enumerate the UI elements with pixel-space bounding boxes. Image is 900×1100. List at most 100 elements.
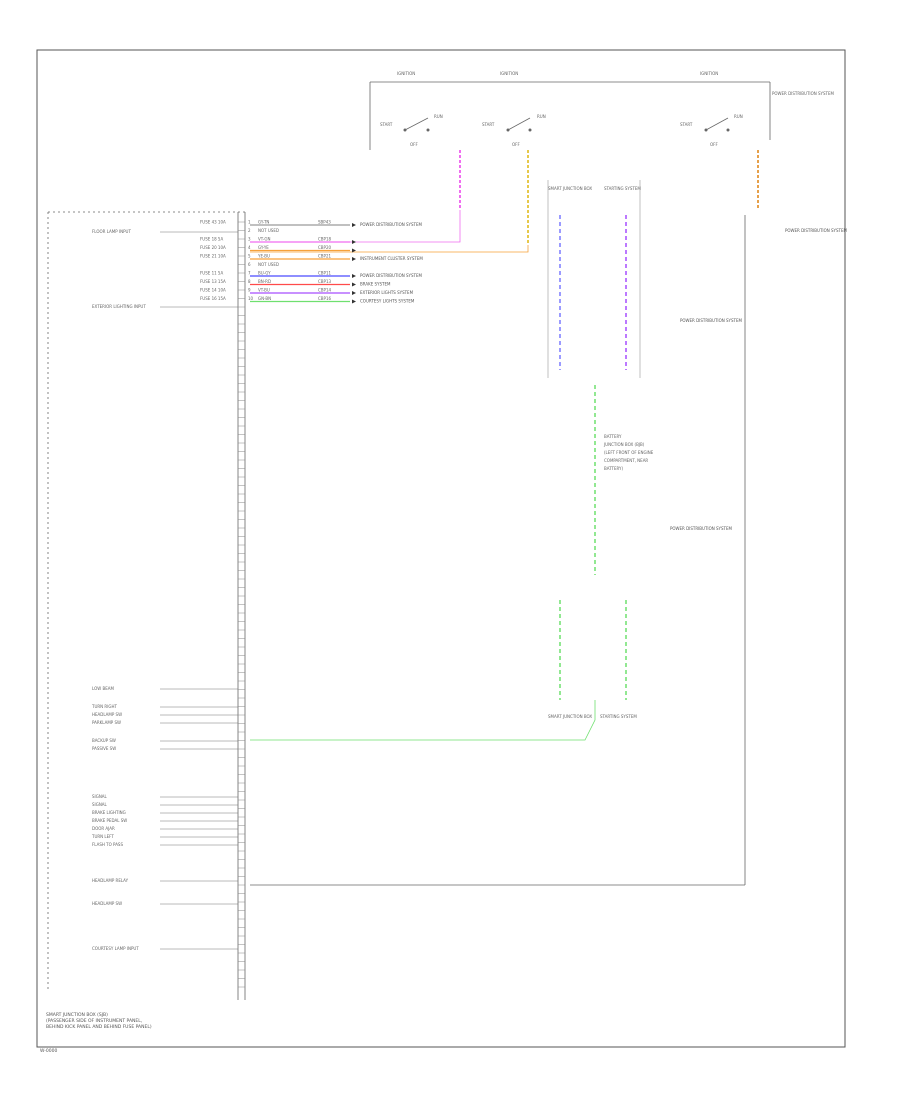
- circuit-number: CBP11: [318, 271, 331, 276]
- wire-color-code: GN-BN: [258, 296, 271, 301]
- system-label: BRAKE SYSTEM: [360, 282, 391, 287]
- arrow-icon: [352, 257, 356, 261]
- circuit-number: CBP16: [318, 296, 331, 301]
- svg-text:BATTERY: BATTERY: [604, 434, 622, 439]
- diagram-frame: [36, 49, 846, 1048]
- switch-3-run: RUN: [734, 114, 743, 119]
- left-label: BACKUP SW: [92, 738, 116, 743]
- ignition-switches: IGNITION START RUN OFF IGNITION START RU…: [369, 71, 834, 245]
- system-label: EXTERIOR LIGHTS SYSTEM: [360, 290, 414, 295]
- system-label: POWER DISTRIBUTION SYSTEM: [360, 222, 422, 227]
- diagram-code: W-0000: [40, 1048, 57, 1054]
- splice-label-3: SMART JUNCTION BOX: [548, 714, 592, 719]
- circuit-number: CBP18: [318, 237, 331, 242]
- switch-1-start: START: [380, 122, 393, 127]
- left-label: PARKLAMP SW: [92, 720, 121, 725]
- right-block-2: POWER DISTRIBUTION SYSTEM: [785, 228, 847, 233]
- system-label: POWER DISTRIBUTION SYSTEM: [360, 273, 422, 278]
- pin-number: 9: [248, 288, 251, 293]
- left-label: HEADLAMP SW: [92, 901, 122, 906]
- left-label: COURTESY LAMP INPUT: [92, 946, 139, 951]
- left-label: EXTERIOR LIGHTING INPUT: [92, 304, 146, 309]
- note-line-1: SMART JUNCTION BOX (SJB): [46, 1012, 108, 1018]
- switch-3-off: OFF: [710, 142, 718, 147]
- fuse-label: FUSE 14 10A: [200, 288, 226, 293]
- switch-3-title: IGNITION: [700, 71, 718, 76]
- pin-number: 7: [248, 271, 251, 276]
- circuit-number: CBP13: [318, 279, 331, 284]
- wiring-row: 6 NOT USED: [248, 262, 279, 267]
- pin-number: 8: [248, 279, 251, 284]
- left-label: LOW BEAM: [92, 686, 114, 691]
- fuse-label: FUSE 13 15A: [200, 279, 226, 284]
- arrow-icon: [352, 274, 356, 278]
- ignition-switch-1: IGNITION START RUN OFF: [380, 71, 461, 210]
- left-label: TURN LEFT: [91, 834, 114, 839]
- note-line-2: (PASSENGER SIDE OF INSTRUMENT PANEL,: [46, 1018, 142, 1024]
- pin-number: 2: [248, 228, 251, 233]
- ignition-switch-3: IGNITION START RUN OFF: [680, 71, 759, 210]
- system-label: COURTESY LIGHTS SYSTEM: [360, 299, 415, 304]
- sjb-notes: SMART JUNCTION BOX (SJB) (PASSENGER SIDE…: [46, 1012, 152, 1030]
- left-label: HEADLAMP RELAY: [92, 878, 129, 883]
- circuit-number: CBP21: [318, 254, 331, 259]
- system-label: INSTRUMENT CLUSTER SYSTEM: [360, 256, 423, 261]
- sjb-connector: [47, 211, 246, 1000]
- left-label: FLASH TO PASS: [92, 842, 123, 847]
- svg-text:BATTERY): BATTERY): [604, 466, 623, 471]
- switch-1-title: IGNITION: [397, 71, 415, 76]
- left-label: SIGNAL: [92, 802, 108, 807]
- pin-number: 6: [248, 262, 251, 267]
- pin-number: 4: [248, 245, 251, 250]
- wire-color-code: GY-YE: [258, 245, 269, 250]
- splice-label-2: STARTING SYSTEM: [604, 186, 641, 191]
- fuse-label: FUSE 18 5A: [200, 237, 223, 242]
- left-label: BRAKE LIGHTING: [92, 810, 126, 815]
- wire-color-code: NOT USED: [258, 228, 279, 233]
- wiring-row: 2 NOT USED: [248, 228, 279, 233]
- left-label: HEADLAMP SW: [92, 712, 122, 717]
- wire-color-code: YE-BU: [257, 254, 270, 259]
- wire-color-code: VT-GN: [258, 237, 271, 242]
- top-right-block-label: POWER DISTRIBUTION SYSTEM: [772, 91, 834, 96]
- switch-2-off: OFF: [512, 142, 520, 147]
- wire-color-code: BU-GY: [258, 271, 271, 276]
- left-label: TURN RIGHT: [91, 704, 117, 709]
- pin-number: 3: [248, 237, 251, 242]
- wire-color-code: BN-RD: [258, 279, 271, 284]
- fuse-label: FUSE 21 10A: [200, 254, 226, 259]
- splice-label-1: SMART JUNCTION BOX: [548, 186, 592, 191]
- switch-1-run: RUN: [434, 114, 443, 119]
- left-label: BRAKE PEDAL SW: [92, 818, 127, 823]
- left-label: PASSIVE SW: [92, 746, 116, 751]
- arrow-icon: [352, 248, 356, 253]
- arrow-icon: [352, 299, 356, 304]
- arrow-icon: [352, 282, 356, 287]
- wiring-row: 4 FUSE 20 10A GY-YE CBP20: [200, 245, 356, 253]
- wiring-row: 9 FUSE 14 10A VT-BU CBP14 EXTERIOR LIGHTS SY…: [200, 288, 414, 295]
- pin-number: 10: [248, 296, 254, 301]
- ignition-switch-2: IGNITION START RUN OFF: [482, 71, 546, 245]
- wiring-row: 3 FUSE 18 5A VT-GN CBP18: [200, 237, 356, 244]
- pin-number: 1: [248, 220, 251, 225]
- switch-1-off: OFF: [410, 142, 418, 147]
- circuit-number: SBP43: [318, 220, 331, 225]
- fuse-label: FUSE 11 5A: [200, 271, 223, 276]
- splice-label-4: STARTING SYSTEM: [600, 714, 637, 719]
- switch-2-title: IGNITION: [500, 71, 518, 76]
- arrow-icon: [352, 223, 356, 227]
- wire-color-code: NOT USED: [258, 262, 279, 267]
- circuit-number: CBP14: [318, 288, 331, 293]
- switch-3-start: START: [680, 122, 693, 127]
- fuse-label: FUSE 16 15A: [200, 296, 226, 301]
- svg-text:JUNCTION BOX (BJB): JUNCTION BOX (BJB): [603, 442, 645, 447]
- fuse-label: FUSE 20 10A: [200, 245, 226, 250]
- circuit-number: CBP20: [318, 245, 331, 250]
- note-line-3: BEHIND KICK PANEL AND BEHIND FUSE PANEL): [46, 1024, 152, 1030]
- battery-note: BATTERY JUNCTION BOX (BJB) (LEFT FRONT O…: [603, 434, 654, 471]
- wire-color-code: VT-BU: [258, 288, 270, 293]
